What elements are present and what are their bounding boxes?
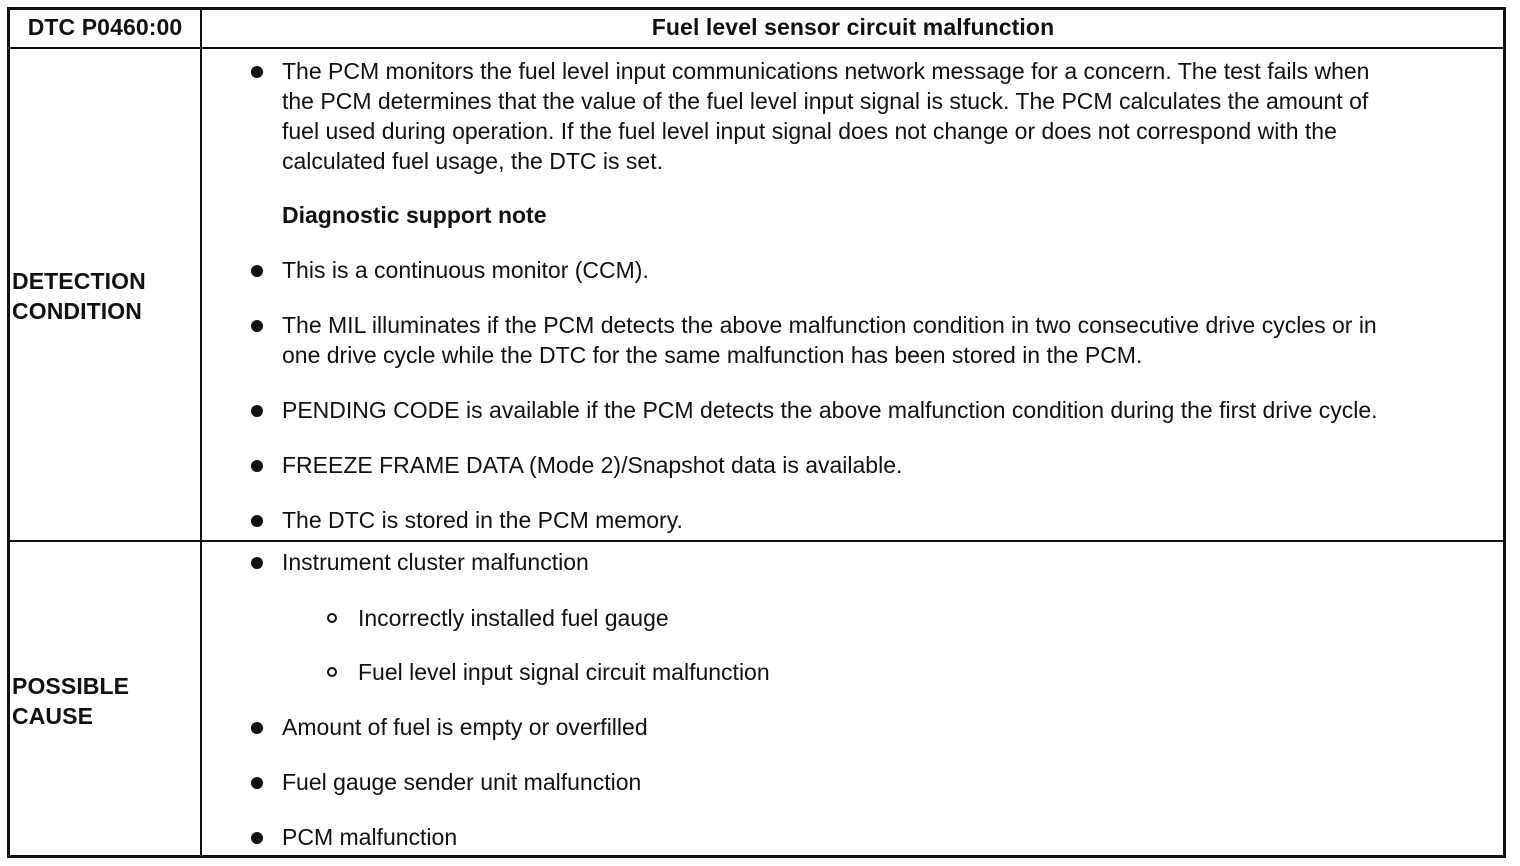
bullet-icon	[251, 557, 263, 569]
bullet-icon	[251, 515, 263, 527]
bullet-icon	[251, 460, 263, 472]
support-item-4: FREEZE FRAME DATA (Mode 2)/Snapshot data…	[282, 452, 903, 478]
support-item-1: This is a continuous monitor (CCM).	[282, 257, 649, 283]
header-divider	[10, 47, 1504, 49]
detection-label-line1: DETECTION	[12, 268, 146, 294]
detection-item-1-line: The PCM monitors the fuel level input co…	[282, 58, 1370, 84]
cause-item-3: Fuel gauge sender unit malfunction	[282, 769, 642, 795]
detection-item-1-line: the PCM determines that the value of the…	[282, 88, 1369, 114]
dtc-table	[7, 7, 1506, 858]
bullet-icon	[251, 832, 263, 844]
support-item-3: PENDING CODE is available if the PCM det…	[282, 397, 1378, 423]
detection-condition-label: DETECTION CONDITION	[12, 266, 198, 326]
column-divider	[200, 10, 202, 856]
cause-item-1: Instrument cluster malfunction	[282, 549, 589, 575]
bullet-icon	[251, 405, 263, 417]
bullet-icon	[251, 66, 263, 78]
cause-item-2: Amount of fuel is empty or overfilled	[282, 714, 648, 740]
bullet-icon	[251, 722, 263, 734]
support-item-2: The MIL illuminates if the PCM detects t…	[282, 310, 1377, 370]
dtc-title: Fuel level sensor circuit malfunction	[651, 14, 1055, 40]
cause-item-4: PCM malfunction	[282, 824, 458, 850]
circle-bullet-icon	[327, 667, 337, 677]
detection-item-1: The PCM monitors the fuel level input co…	[282, 56, 1369, 176]
bullet-icon	[251, 777, 263, 789]
support-item-2-line: one drive cycle while the DTC for the sa…	[282, 342, 1143, 368]
possible-cause-label: POSSIBLE CAUSE	[12, 671, 198, 731]
detection-item-1-line: fuel used during operation. If the fuel …	[282, 118, 1337, 144]
support-note-heading: Diagnostic support note	[282, 202, 547, 228]
dtc-code: DTC P0460:00	[27, 14, 183, 40]
support-item-5: The DTC is stored in the PCM memory.	[282, 507, 683, 533]
detection-item-1-line: calculated fuel usage, the DTC is set.	[282, 148, 663, 174]
cause-label-line1: POSSIBLE	[12, 673, 130, 699]
support-item-2-line: The MIL illuminates if the PCM detects t…	[282, 312, 1377, 338]
cause-subitem-2: Fuel level input signal circuit malfunct…	[358, 659, 770, 685]
bullet-icon	[251, 265, 263, 277]
bullet-icon	[251, 320, 263, 332]
cause-label-line2: CAUSE	[12, 703, 94, 729]
cause-subitem-1: Incorrectly installed fuel gauge	[358, 605, 669, 631]
detection-label-line2: CONDITION	[12, 298, 142, 324]
circle-bullet-icon	[327, 613, 337, 623]
row-divider	[10, 540, 1504, 542]
